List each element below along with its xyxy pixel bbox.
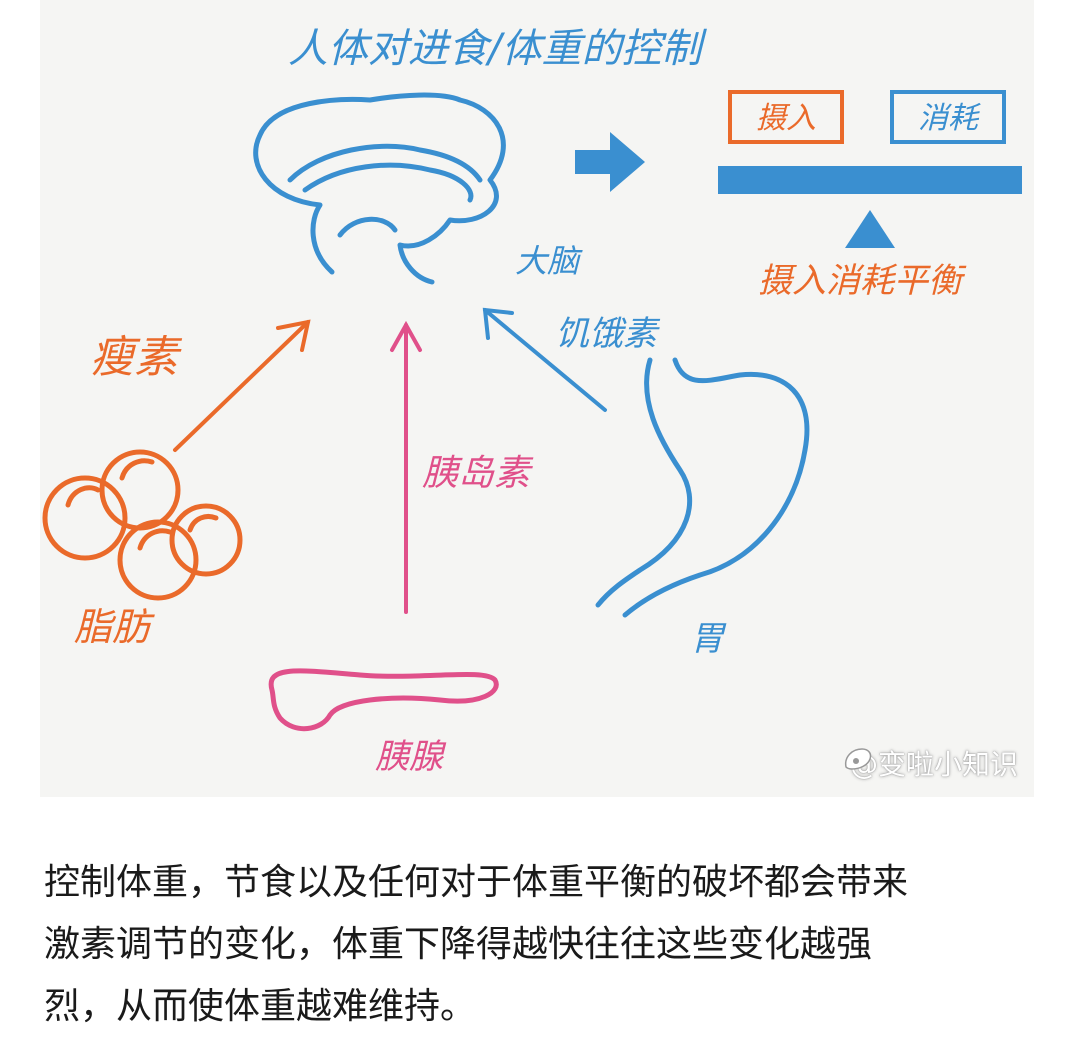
fat-label: 脂肪: [74, 605, 155, 649]
pancreas-icon: [268, 668, 499, 732]
watermark-text: @变啦小知识: [849, 748, 1018, 781]
fat-cells-icon: [42, 449, 243, 601]
intake-label: 摄入: [756, 101, 816, 136]
stomach-label: 胃: [690, 619, 727, 659]
diagram-canvas: 人体对进食/体重的控制 摄入 消耗 摄入消耗平衡 大脑 瘦素: [42, 26, 1022, 777]
arrow-icon: [575, 132, 645, 192]
leptin-label: 瘦素: [90, 332, 183, 383]
brain-label: 大脑: [515, 242, 583, 280]
balance-scale-icon: [718, 90, 1022, 248]
caption-line: 烈，从而使体重越难维持。: [44, 986, 477, 1027]
stomach-icon: [595, 357, 810, 618]
consumption-label: 消耗: [918, 101, 981, 136]
balance-label: 摄入消耗平衡: [758, 261, 967, 301]
diagram-title: 人体对进食/体重的控制: [288, 26, 707, 72]
leptin-arrow: [173, 319, 311, 452]
ghrelin-arrow: [482, 307, 607, 412]
insulin-label: 胰岛素: [422, 453, 534, 494]
pancreas-label: 胰腺: [375, 737, 447, 777]
watermark: @变啦小知识: [842, 743, 1018, 783]
caption-text: 控制体重，节食以及任何对于体重平衡的破坏都会带来 激素调节的变化，体重下降得越快…: [44, 852, 1034, 1038]
caption-line: 控制体重，节食以及任何对于体重平衡的破坏都会带来: [44, 862, 909, 903]
brain-icon: [253, 92, 506, 285]
ghrelin-label: 饥饿素: [555, 314, 661, 354]
insulin-arrow: [390, 320, 422, 614]
diagram-figure: 人体对进食/体重的控制 摄入 消耗 摄入消耗平衡 大脑 瘦素: [40, 0, 1034, 797]
caption-line: 激素调节的变化，体重下降得越快往往这些变化越强: [44, 924, 873, 965]
